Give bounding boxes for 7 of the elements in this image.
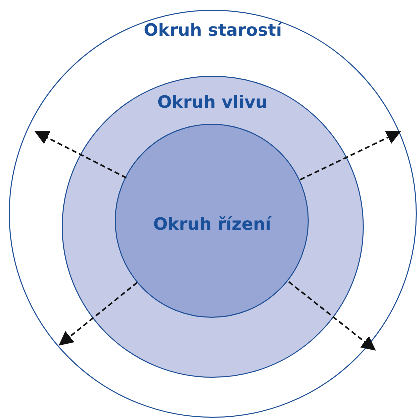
dashed-arrow	[58, 282, 138, 346]
dashed-arrow	[300, 131, 402, 181]
circle-label: Okruh řízení	[153, 215, 272, 236]
dashed-arrow	[34, 131, 127, 179]
circle-label: Okruh vlivu	[158, 92, 268, 113]
dashed-arrow	[288, 282, 376, 351]
circle-label: Okruh starostí	[144, 21, 282, 41]
